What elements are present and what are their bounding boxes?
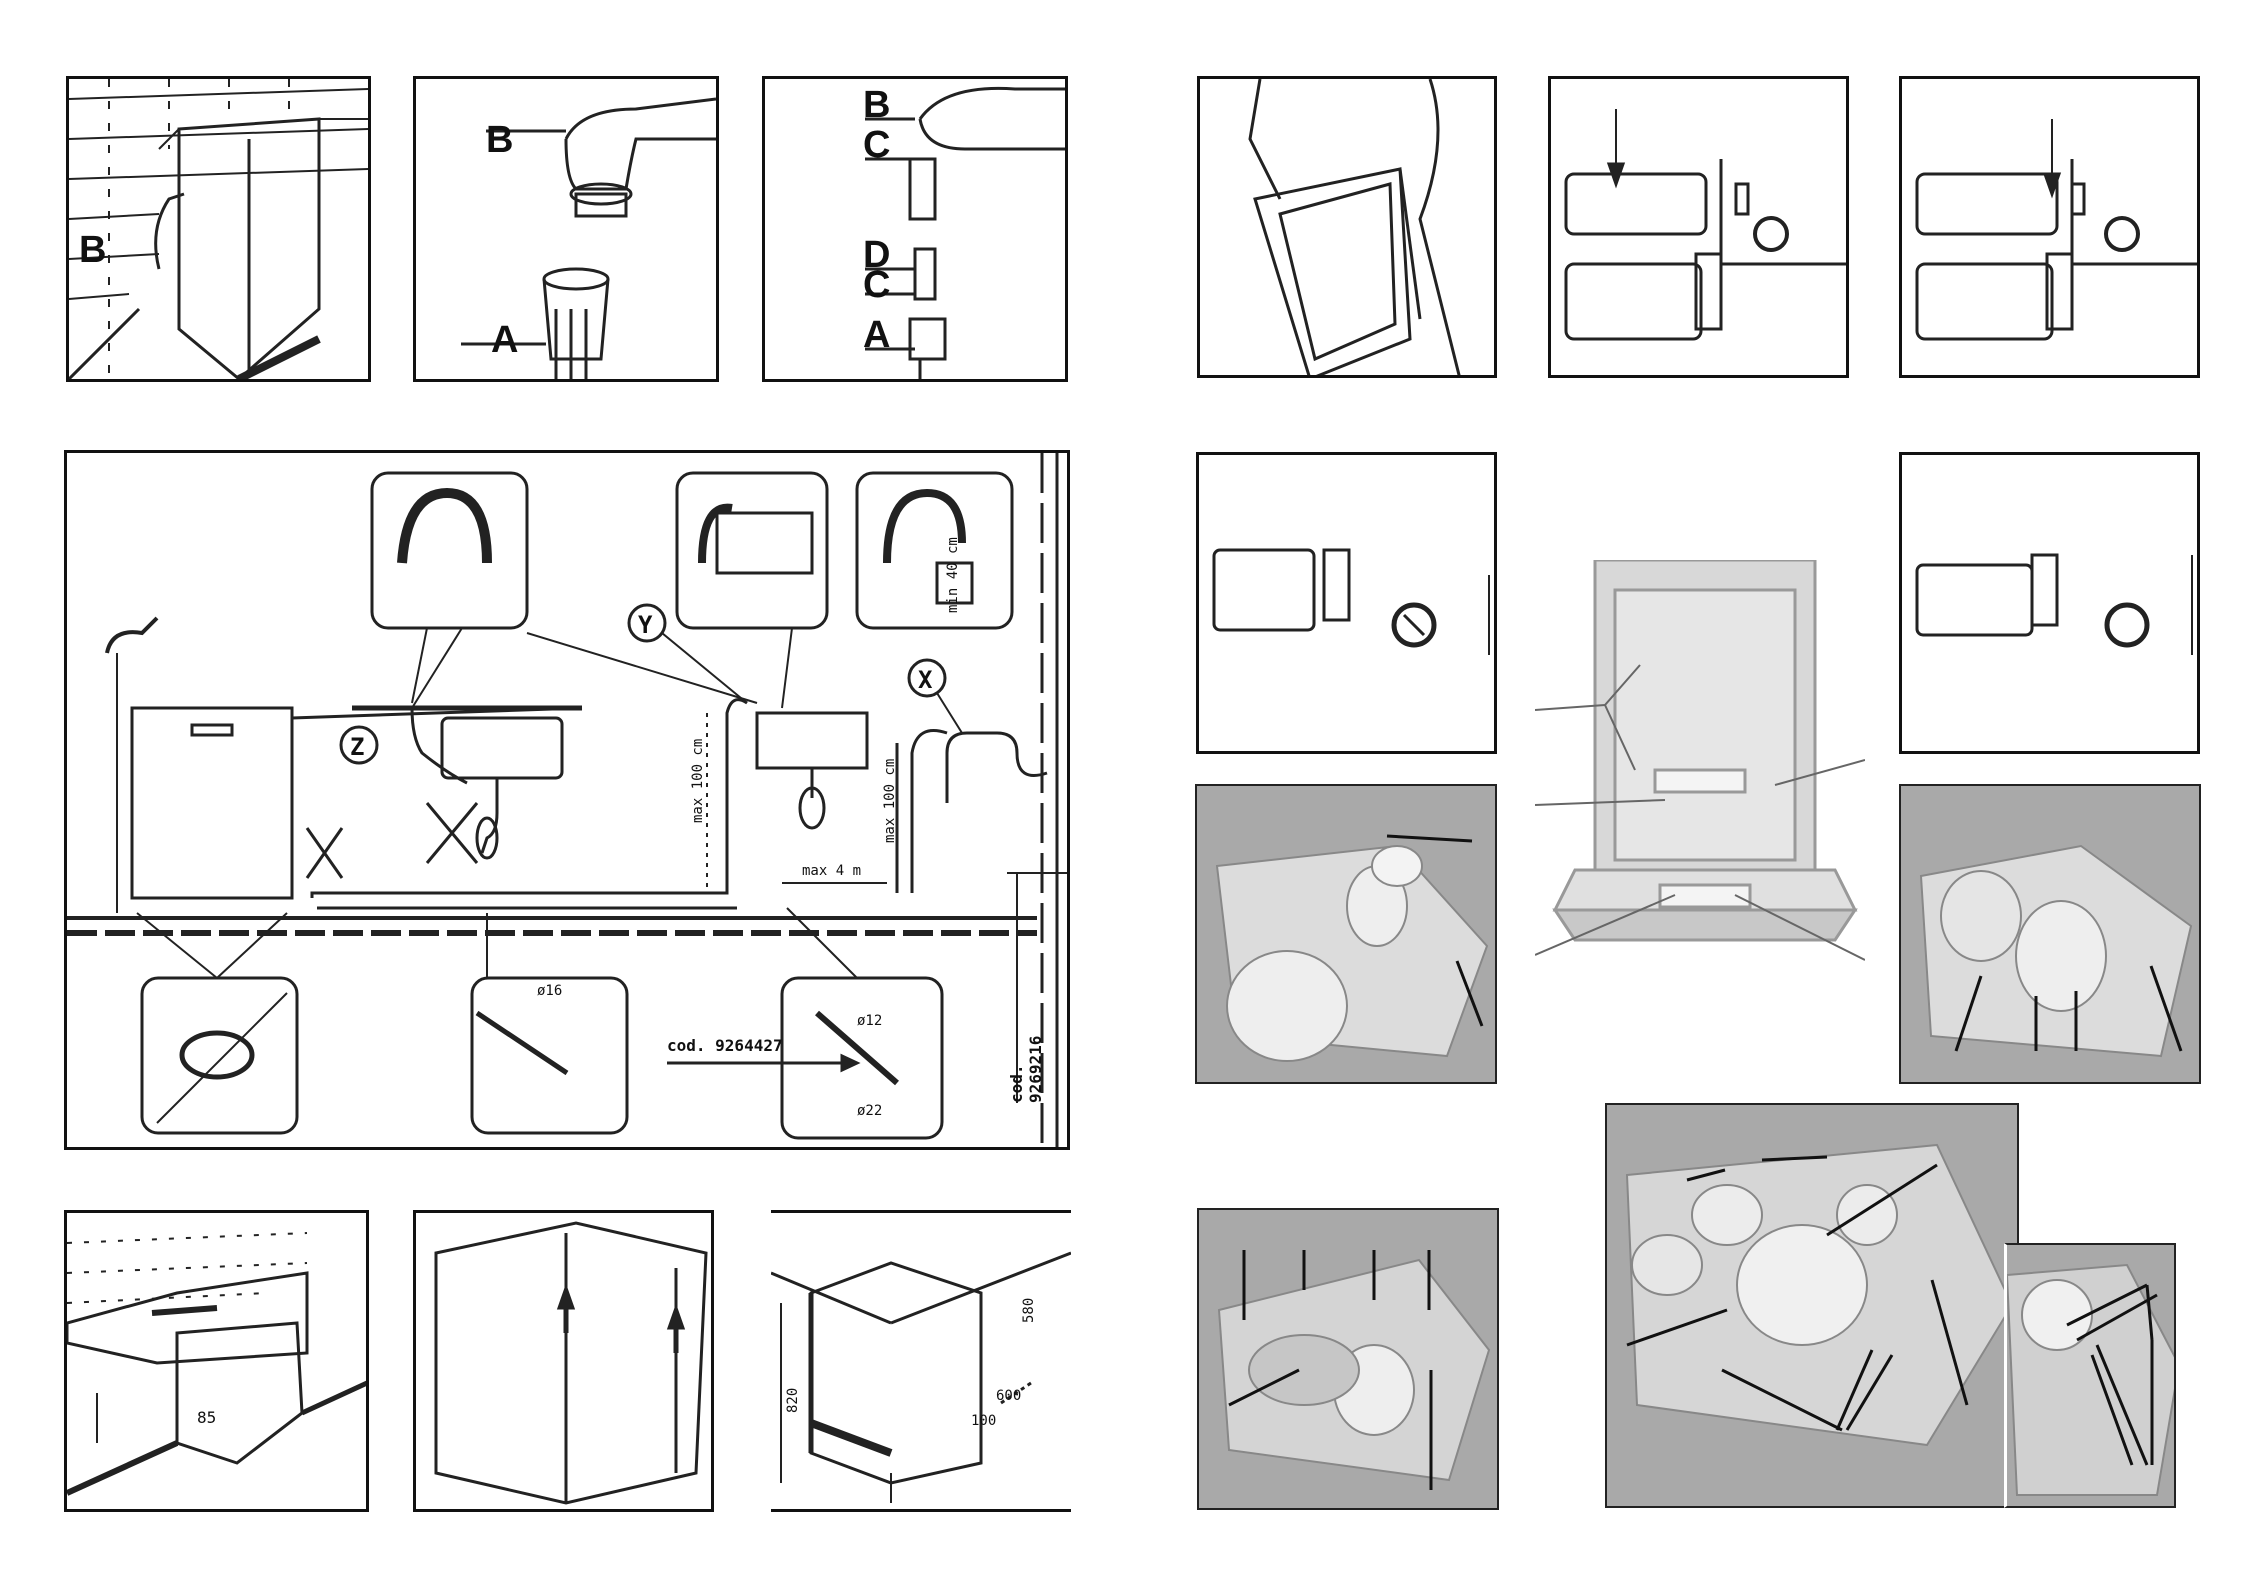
dimension-min-40: min 40 cm [945,537,961,613]
label-b: B [863,84,890,127]
depth-580: 580 [1021,1298,1037,1323]
marker-z: Z [350,733,364,761]
dispenser-2-drawing [1902,79,2200,378]
photo-upper-basket [1605,1103,2019,1508]
drain-diagram-drawing [67,453,1070,1150]
figure-adapter: B C D C A [762,76,1068,382]
dimension-a: ø16 [537,983,562,999]
code-right: cod. 9269216 [1007,1036,1045,1103]
label-c: C [863,264,890,307]
photo-lower-basket-mixed [1899,784,2201,1084]
figure-wall-valve: B [66,76,371,382]
dimension-max-100-a: max 100 cm [690,739,706,823]
dimension-max-length: max 4 m [802,863,861,879]
dimension-b: ø12 [857,1013,882,1029]
photo-cutlery-basket [1197,1208,1499,1510]
figure-worktop-85: 85 [64,1210,369,1512]
rinse-aid-drawing [1199,455,1497,754]
label-a: A [491,319,518,362]
plates-drawing [1197,786,1497,1084]
figure-dishwasher-open [1535,560,1865,970]
figure-cabinet-front [413,1210,714,1512]
worktop-drawing [67,1213,369,1512]
mixed-basket-drawing [1901,786,2201,1084]
figure-rinse-aid-1 [1196,452,1497,754]
label-a: A [863,314,890,357]
figure-drain-installation: Z Y X max 100 cm max 100 cm max 4 m min … [64,450,1070,1150]
height-85: 85 [197,1408,216,1427]
tap-drawing [416,79,719,382]
basket-detail-drawing [2007,1245,2176,1508]
cabinet-front-drawing [416,1213,714,1512]
rinse-aid-2-drawing [1902,455,2200,754]
dimensions-drawing [771,1213,1071,1512]
label-b: B [486,119,513,162]
photo-lower-basket-plates [1195,784,1497,1084]
marker-y: Y [638,611,652,639]
figure-dimensions: 820 580 600 100 [771,1210,1071,1512]
figure-door-removal [1197,76,1497,378]
width-600: 600 [996,1388,1021,1404]
figure-rinse-aid-2 [1899,452,2200,754]
photo-upper-basket-detail [2004,1243,2176,1508]
cutlery-drawing [1199,1210,1499,1510]
figure-detergent-dispenser-1 [1548,76,1849,378]
label-c: C [863,124,890,167]
figure-detergent-dispenser-2 [1899,76,2200,378]
figure-tap: B A [413,76,719,382]
code-left: cod. 9264427 [667,1036,783,1055]
height-820: 820 [785,1388,801,1413]
door-removal-drawing [1200,79,1497,378]
dishwasher-open-drawing [1535,560,1865,970]
dimension-max-100-b: max 100 cm [882,759,898,843]
adapter-drawing [765,79,1068,382]
label-b: B [79,229,106,272]
dispenser-drawing [1551,79,1849,378]
marker-x: X [918,666,932,694]
dimension-c: ø22 [857,1103,882,1119]
gap-100: 100 [971,1413,996,1429]
upper-basket-drawing [1607,1105,2019,1508]
wall-valve-drawing [69,79,371,382]
